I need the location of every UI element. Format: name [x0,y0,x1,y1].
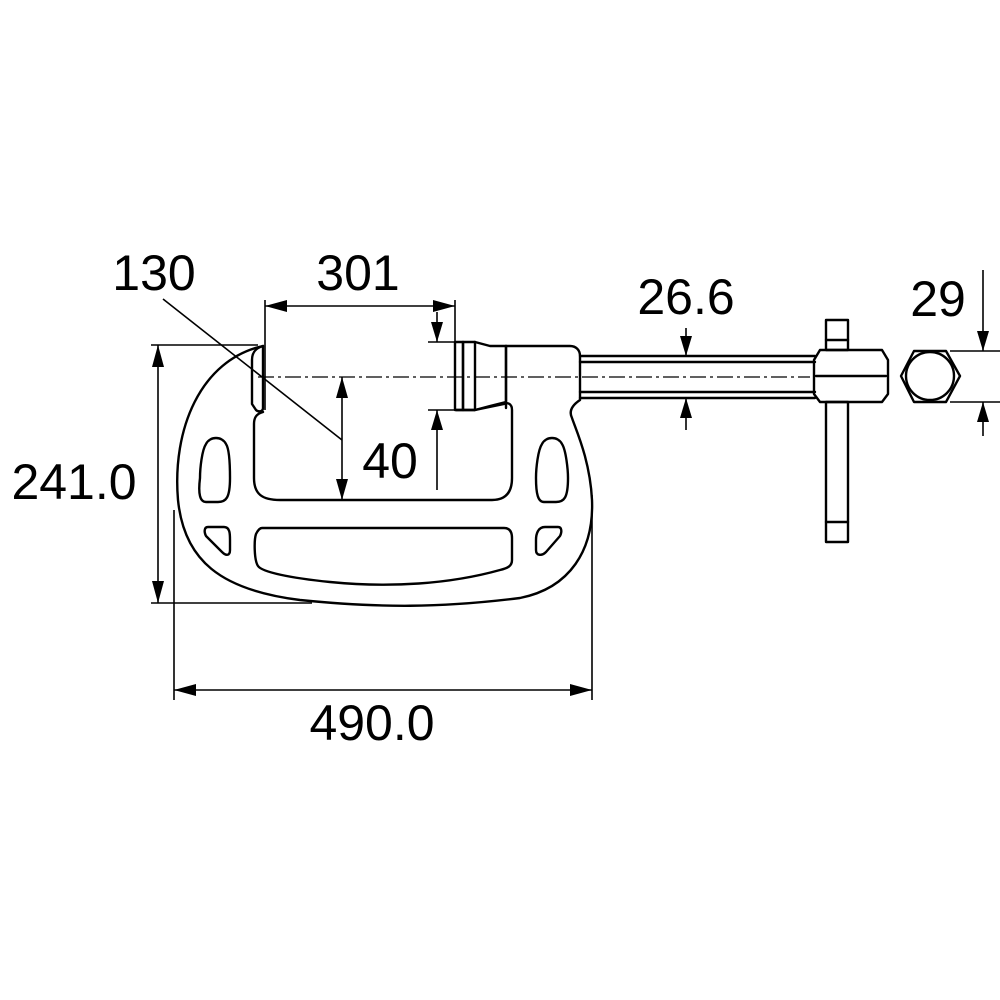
screw-shaft [578,354,817,400]
jaw-depth-label: 130 [112,245,195,301]
dim-overall-width: 490.0 [173,495,593,751]
spindle-assembly [453,340,508,412]
dim-jaw-opening: 301 [264,245,456,410]
dim-screw-dia: 26.6 [637,269,735,430]
jaw-opening-label: 301 [316,245,399,301]
dim-overall-height: 241.0 [11,344,312,604]
overall-height-label: 241.0 [11,454,136,510]
spindle-dia-label: 40 [362,433,418,489]
hex-end-view [899,349,962,404]
hex-flats-label: 29 [910,271,966,327]
dim-spindle-dia: 40 [336,312,455,500]
t-handle [812,318,890,544]
clamp-frame [176,344,594,607]
screw-dia-label: 26.6 [637,269,734,325]
dim-hex-flats: 29 [910,270,1000,436]
overall-width-label: 490.0 [309,695,434,751]
dim-jaw-depth: 130 [112,245,343,441]
